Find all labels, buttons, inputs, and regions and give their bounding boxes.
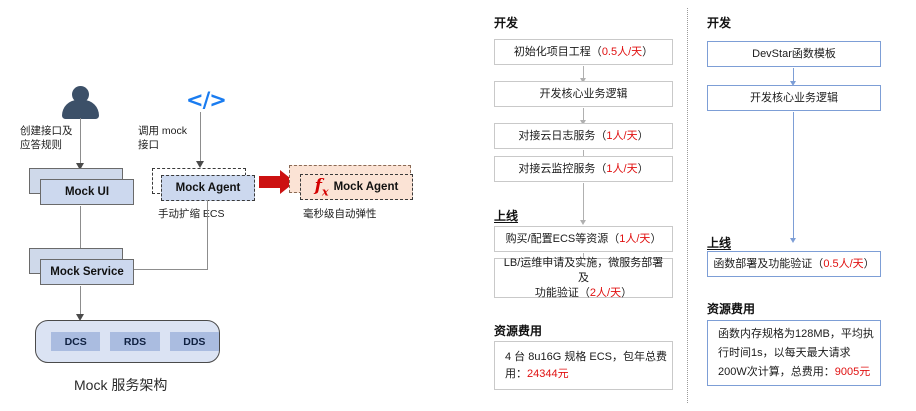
middle-cost-title: 资源费用 bbox=[494, 324, 543, 338]
column-divider bbox=[687, 8, 688, 403]
middle-dev-step-3-cost: 1人/天 bbox=[606, 129, 638, 142]
mock-service-label: Mock Service bbox=[40, 259, 134, 285]
right-dev-title: 开发 bbox=[707, 16, 732, 30]
right-arrow-1-head bbox=[790, 81, 796, 86]
middle-launch-step-1[interactable]: 购买/配置ECS等资源（1人/天） bbox=[494, 226, 673, 252]
middle-launch-step-1-cost: 1人/天 bbox=[619, 232, 651, 245]
middle-dev-step-2[interactable]: 开发核心业务逻辑 bbox=[494, 81, 673, 107]
middle-dev-step-1-text: 初始化项目工程（ bbox=[513, 45, 602, 58]
arrow-service-to-stores-head bbox=[75, 314, 84, 321]
mock-agent-ecs-label: Mock Agent bbox=[175, 182, 241, 194]
middle-launch-step-1-tail: ） bbox=[650, 232, 662, 245]
right-arrow-to-launch-head bbox=[790, 238, 796, 243]
create-interface-label: 创建接口及 应答规则 bbox=[20, 125, 73, 151]
store-chip-rds[interactable]: RDS bbox=[110, 332, 160, 351]
right-launch-step-1-cost: 0.5人/天 bbox=[823, 257, 864, 270]
right-launch-step-1[interactable]: 函数部署及功能验证（0.5人/天） bbox=[707, 251, 881, 277]
middle-launch-step-1-text: 购买/配置ECS等资源（ bbox=[505, 232, 620, 245]
right-dev-step-1-text: DevStar函数模板 bbox=[752, 47, 836, 60]
middle-arrow-1 bbox=[583, 66, 584, 79]
middle-arrow-2-head bbox=[580, 120, 586, 125]
right-dev-step-2-text: 开发核心业务逻辑 bbox=[750, 91, 838, 104]
mock-agent-ecs-box[interactable]: Mock Agent bbox=[161, 175, 255, 201]
arrow-mockui-to-service-line bbox=[80, 206, 81, 254]
middle-dev-step-1-tail: ） bbox=[642, 45, 654, 58]
middle-dev-step-1[interactable]: 初始化项目工程（0.5人/天） bbox=[494, 39, 673, 65]
call-mock-label: 调用 mock 接口 bbox=[138, 125, 188, 151]
arrow-user-to-mockui-head bbox=[75, 163, 84, 170]
mock-agent-ecs-note: 手动扩缩 ECS bbox=[158, 208, 225, 220]
middle-arrow-to-launch-head bbox=[580, 220, 586, 225]
right-dev-step-2[interactable]: 开发核心业务逻辑 bbox=[707, 85, 881, 111]
middle-cost-value: 24344元 bbox=[527, 367, 569, 380]
right-launch-title: 上线 bbox=[707, 236, 732, 250]
middle-dev-title: 开发 bbox=[494, 16, 519, 30]
right-arrow-1 bbox=[793, 68, 794, 82]
mock-ui-label: Mock UI bbox=[40, 179, 134, 205]
middle-cost-prefix: 4 台 8u16G 规格 ECS，包年总费用： bbox=[505, 350, 667, 380]
middle-dev-step-1-cost: 0.5人/天 bbox=[601, 45, 643, 58]
mock-service-box[interactable]: Mock Service bbox=[29, 248, 134, 285]
middle-launch-step-2-tail: ） bbox=[621, 286, 633, 299]
left-panel-caption: Mock 服务架构 bbox=[74, 377, 168, 393]
middle-arrow-to-launch bbox=[583, 183, 584, 221]
mock-ui-box[interactable]: Mock UI bbox=[29, 168, 134, 205]
right-cost-value: 9005元 bbox=[834, 365, 871, 378]
arrow-service-to-stores-line bbox=[80, 286, 81, 318]
middle-dev-step-3[interactable]: 对接云日志服务（1人/天） bbox=[494, 123, 673, 149]
arrow-code-to-agent-line bbox=[200, 112, 201, 164]
right-launch-step-1-text: 函数部署及功能验证（ bbox=[713, 257, 824, 270]
arrow-code-to-agent-head bbox=[195, 161, 204, 168]
mock-agent-fg-label: Mock Agent bbox=[333, 181, 399, 193]
arrow-agent-to-service-vline bbox=[207, 200, 208, 270]
middle-launch-step-2[interactable]: LB/运维申请及实施，微服务部署及 功能验证（2人/天） bbox=[494, 256, 673, 299]
right-cost-box[interactable]: 函数内存规格为128MB，平均执行时间1s，以每天最大请求200W次计算，总费用… bbox=[707, 320, 881, 386]
middle-dev-step-4-cost: 1人/天 bbox=[606, 162, 638, 175]
function-fx-icon: fx bbox=[314, 176, 329, 199]
arrow-user-to-mockui-line bbox=[80, 118, 81, 166]
user-icon bbox=[62, 86, 108, 120]
code-icon: </> bbox=[186, 88, 227, 112]
middle-cost-box[interactable]: 4 台 8u16G 规格 ECS，包年总费用：24344元 bbox=[494, 341, 673, 390]
middle-arrow-1-head bbox=[580, 78, 586, 83]
right-arrow-to-launch bbox=[793, 112, 794, 239]
middle-launch-step-2-text: LB/运维申请及实施，微服务部署及 功能验证（ bbox=[503, 256, 664, 299]
middle-launch-step-2-cost: 2人/天 bbox=[589, 286, 622, 299]
middle-launch-title: 上线 bbox=[494, 209, 519, 223]
store-chip-dcs[interactable]: DCS bbox=[51, 332, 101, 351]
middle-dev-step-4-text: 对接云监控服务（ bbox=[518, 162, 607, 175]
middle-dev-step-3-text: 对接云日志服务（ bbox=[518, 129, 607, 142]
middle-dev-step-4[interactable]: 对接云监控服务（1人/天） bbox=[494, 156, 673, 182]
arrow-agent-to-service-hline bbox=[128, 269, 208, 270]
right-dev-step-1[interactable]: DevStar函数模板 bbox=[707, 41, 881, 67]
middle-dev-step-4-tail: ） bbox=[637, 162, 649, 175]
right-cost-prefix: 函数内存规格为128MB，平均执行时间1s，以每天最大请求200W次计算，总费用… bbox=[718, 327, 874, 378]
middle-dev-step-3-tail: ） bbox=[637, 129, 649, 142]
mock-agent-fg-box[interactable]: fx Mock Agent bbox=[300, 174, 413, 200]
right-cost-title: 资源费用 bbox=[707, 302, 756, 316]
store-chip-dds[interactable]: DDS bbox=[169, 332, 219, 351]
middle-dev-step-2-text: 开发核心业务逻辑 bbox=[539, 87, 628, 100]
datastore-container: DCS RDS DDS bbox=[35, 320, 220, 363]
middle-arrow-2 bbox=[583, 108, 584, 121]
mock-agent-fg-note: 毫秒级自动弹性 bbox=[303, 208, 377, 220]
right-launch-step-1-tail: ） bbox=[863, 257, 875, 270]
